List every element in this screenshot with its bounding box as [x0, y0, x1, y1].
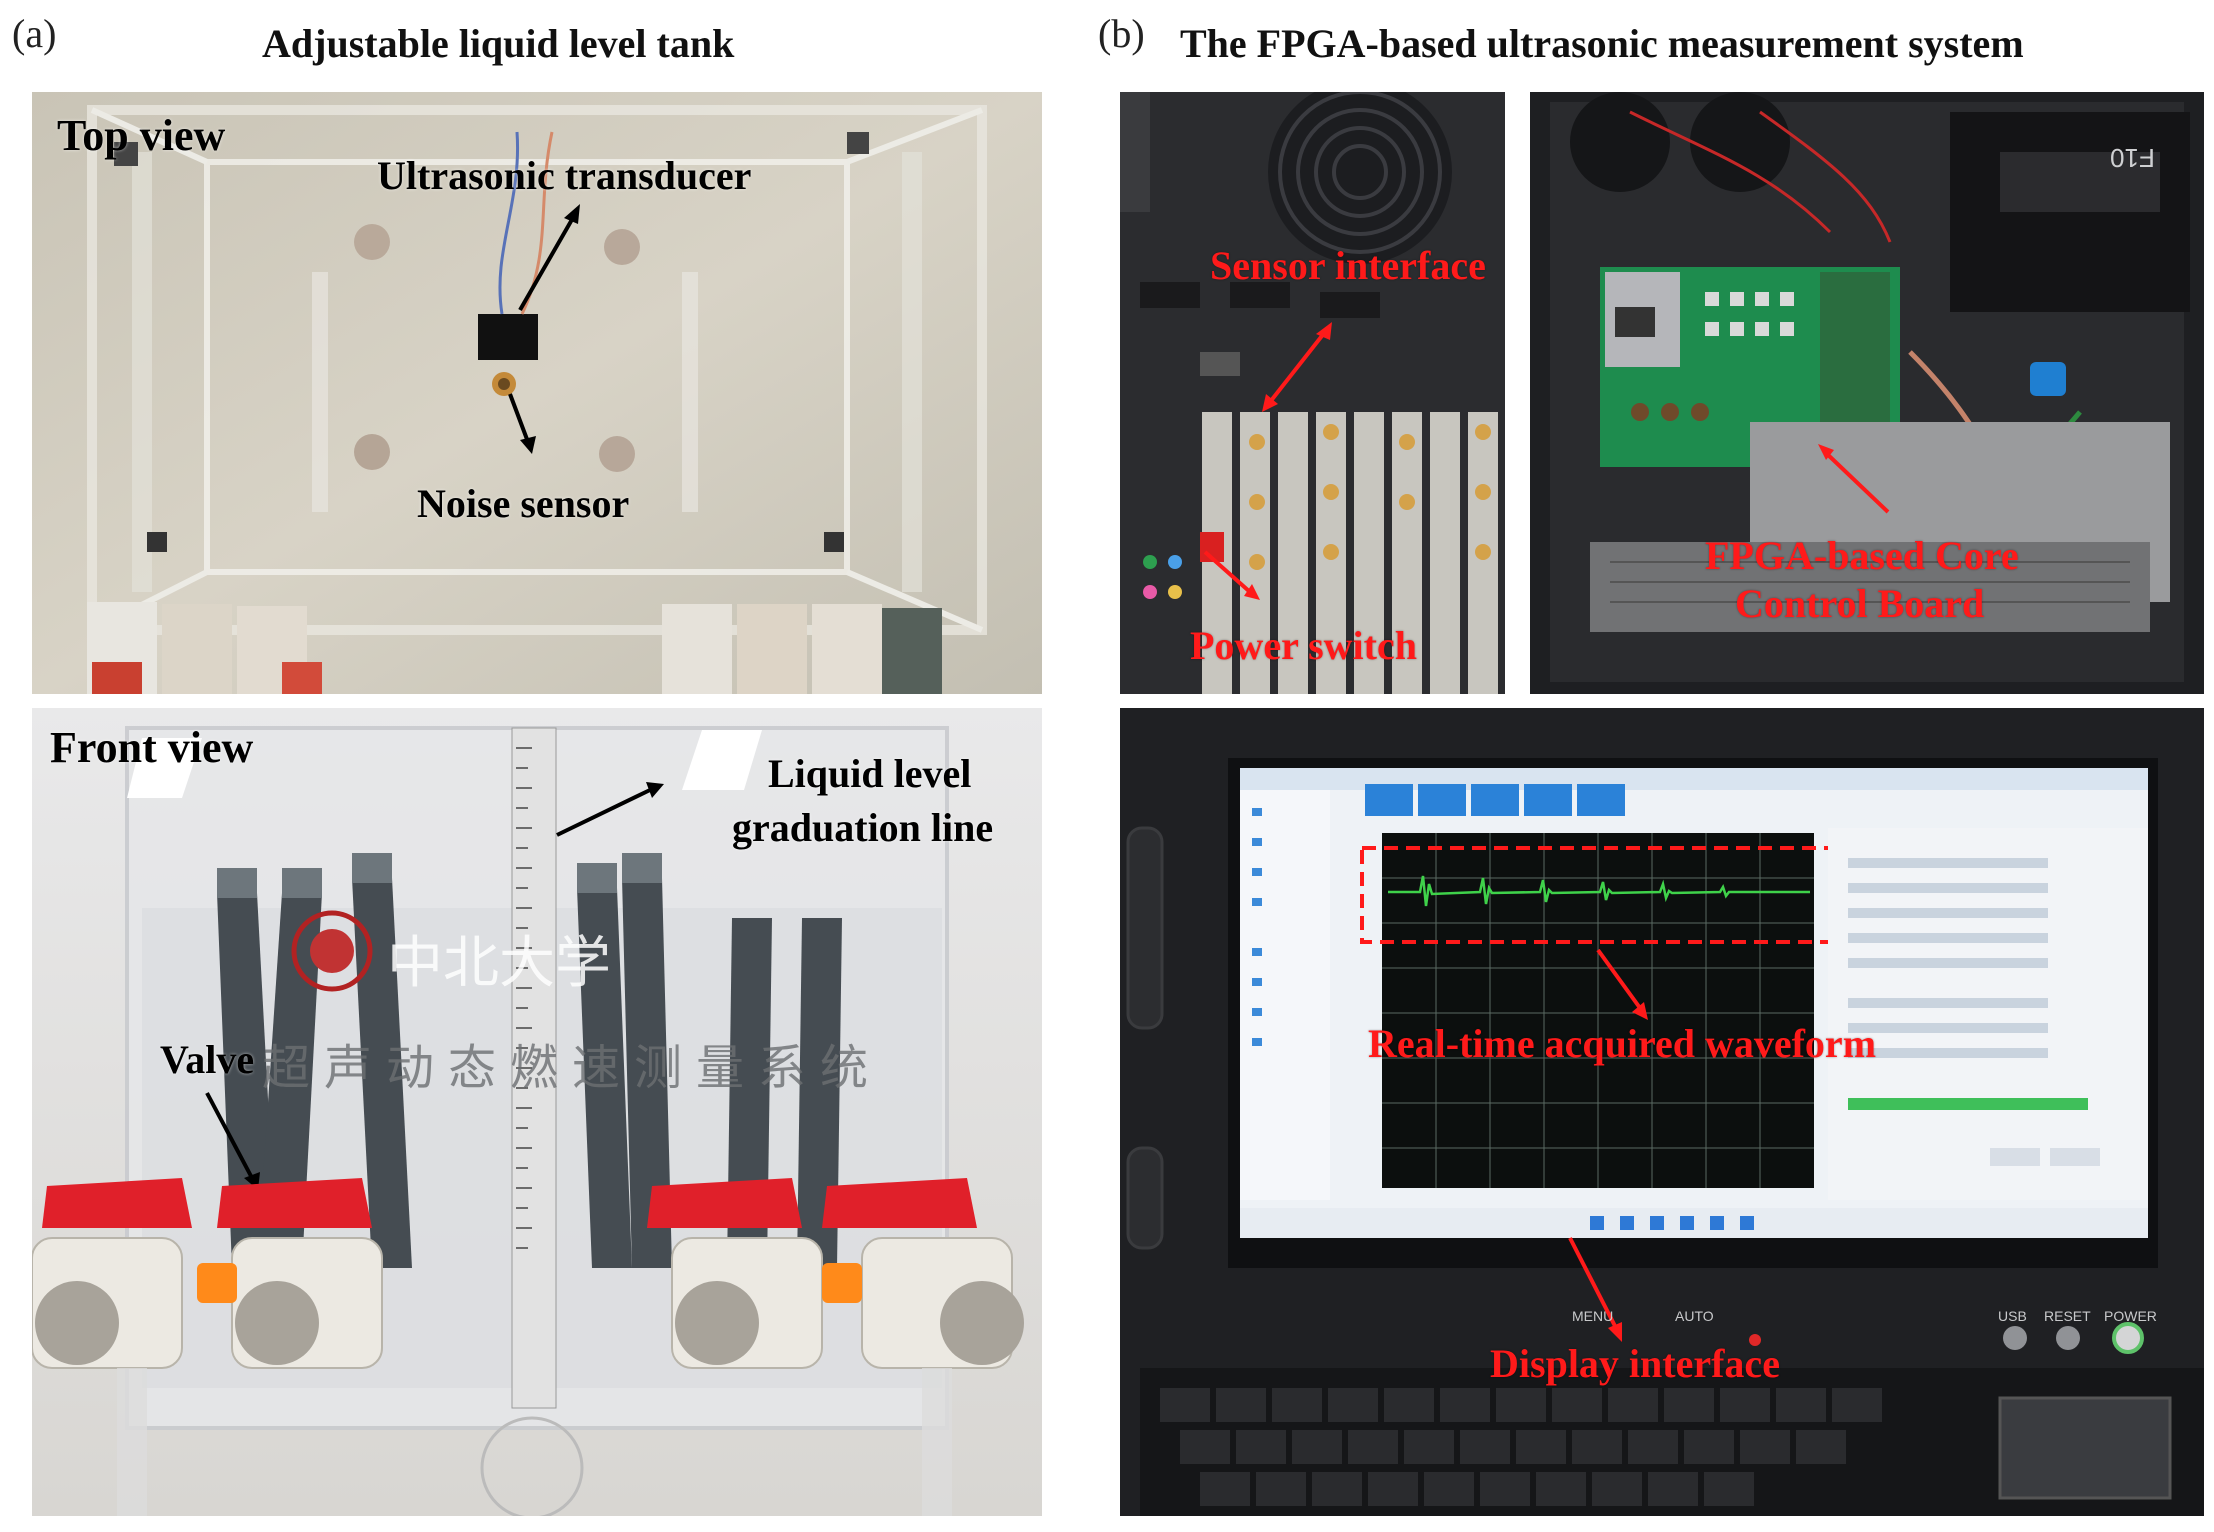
ultrasonic-transducer-label: Ultrasonic transducer [377, 153, 752, 198]
realtime-waveform-label: Real-time acquired waveform [1368, 1021, 1877, 1066]
panel-b-letter: (b) [1098, 11, 1145, 56]
power-switch-label: Power switch [1190, 623, 1417, 668]
graduation-label-line1: Liquid level [768, 751, 972, 796]
menu-button-label: MENU [1572, 1308, 1614, 1324]
tank-chinese-text: 超声动态燃速测量系统 [262, 1040, 883, 1096]
panel-a-title: Adjustable liquid level tank [262, 21, 735, 66]
display-interface-label: Display interface [1490, 1341, 1780, 1386]
internal-photo: F10 FPGA-based Core Control Board [1530, 92, 2204, 694]
psu-brand-text: F10 [2110, 143, 2155, 173]
sensor-interface-label: Sensor interface [1210, 243, 1486, 288]
graduation-label-line2: graduation line [732, 805, 994, 850]
rear-panel-photo: Sensor interface Power switch [1120, 92, 1505, 694]
valve-label: Valve [160, 1037, 255, 1082]
reset-button-label: RESET [2044, 1308, 2091, 1324]
usb-port-label: USB [1998, 1308, 2027, 1324]
panel-b-title: The FPGA-based ultrasonic measurement sy… [1180, 21, 2024, 66]
display-photo: MENU AUTO USB RESET POWER Real-time acqu… [1120, 708, 2204, 1516]
tank-logo-text: 中北大学 [387, 931, 611, 996]
auto-button-label: AUTO [1675, 1308, 1714, 1324]
core-board-label-line2: Control Board [1735, 581, 1985, 626]
front-view-label: Front view [50, 723, 254, 772]
front-view-photo: Front view Liquid level graduation line … [32, 708, 1042, 1516]
top-view-photo: Top view Ultrasonic transducer Noise sen… [32, 92, 1042, 694]
top-view-label: Top view [57, 111, 226, 160]
power-button-label: POWER [2104, 1308, 2157, 1324]
noise-sensor-label: Noise sensor [417, 481, 630, 526]
core-board-label-line1: FPGA-based Core [1705, 533, 2019, 578]
panel-a-letter: (a) [12, 11, 57, 56]
